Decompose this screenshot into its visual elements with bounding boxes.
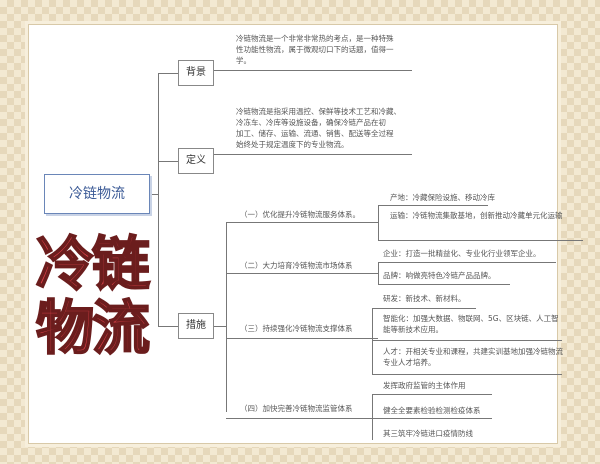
connector bbox=[226, 222, 227, 412]
measure-3-sub: 人才：开相关专业和课程，共建实训基地加强冷链物流专业人才培养。 bbox=[383, 347, 563, 367]
connector bbox=[214, 326, 226, 327]
measure-4-sub: 发挥政府监管的主体作用 bbox=[383, 381, 466, 390]
measure-1-sub: 产地：冷藏保险设施、移动冷库 bbox=[390, 193, 495, 202]
measure-4[interactable]: （四）加快完善冷链物流监管体系 bbox=[240, 404, 353, 413]
node-definition[interactable]: 定义 bbox=[178, 148, 214, 174]
measure-3[interactable]: （三）持续强化冷链物流支撑体系 bbox=[240, 324, 353, 333]
node-background[interactable]: 背景 bbox=[178, 60, 214, 86]
node-label: 定义 bbox=[186, 155, 206, 166]
connector bbox=[158, 73, 159, 326]
connector bbox=[214, 70, 412, 71]
title-overlay: 冷链物流 bbox=[35, 230, 151, 362]
node-measures[interactable]: 措施 bbox=[178, 313, 214, 339]
connector bbox=[158, 73, 178, 74]
connector bbox=[150, 194, 158, 195]
definition-text: 冷链物流是指采用温控、保鲜等技术工艺和冷藏、冷冻车、冷库等设施设备，确保冷链产品… bbox=[236, 107, 401, 149]
root-node[interactable]: 冷链物流 bbox=[44, 174, 150, 214]
connector bbox=[214, 154, 412, 155]
node-label: 措施 bbox=[186, 320, 206, 331]
measure-3-sub: 智能化：加强大数据、物联网、5G、区块链、人工智能等新技术应用。 bbox=[383, 314, 559, 334]
measure-3-sub: 研发：新技术、新材料。 bbox=[383, 294, 466, 303]
connector bbox=[158, 326, 178, 327]
background-text: 冷链物流是一个非常非常热的考点，是一种特殊性功能性物流，属于微观切口下的话题，值… bbox=[236, 34, 394, 65]
measure-4-sub: 其三筑牢冷链进口疫情防线 bbox=[383, 429, 473, 438]
measure-1-sub: 运输：冷链物流集散基地，创新推动冷藏单元化运输 bbox=[390, 211, 563, 220]
measure-1[interactable]: （一）优化提升冷链物流服务体系。 bbox=[240, 210, 360, 219]
measure-2-sub: 企业：打造一批精益化、专业化行业领军企业。 bbox=[383, 249, 541, 258]
measure-2[interactable]: （二）大力培育冷链物流市场体系 bbox=[240, 261, 353, 270]
connector bbox=[158, 161, 178, 162]
node-label: 背景 bbox=[186, 67, 206, 78]
measure-2-sub: 品牌：响做亮特色冷链产品品牌。 bbox=[383, 271, 496, 280]
measure-4-sub: 健全全要素检验检测检疫体系 bbox=[383, 406, 481, 415]
